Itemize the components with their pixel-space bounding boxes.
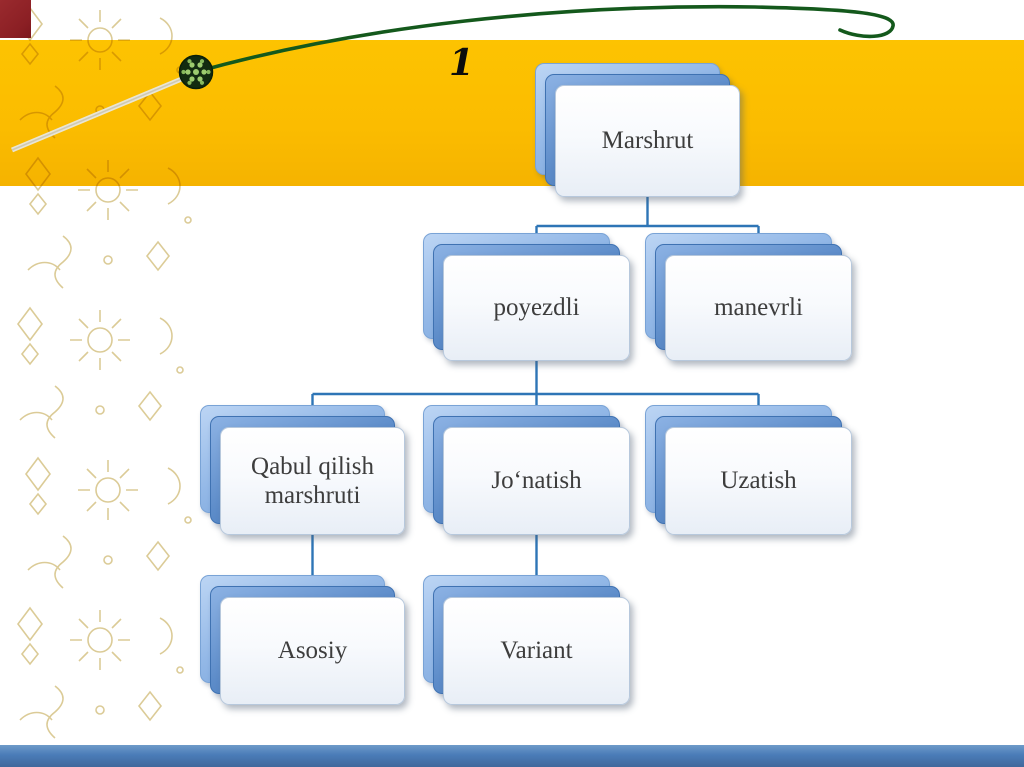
node-uzatish: Uzatish xyxy=(645,405,852,535)
node-front: poyezdli xyxy=(443,255,630,361)
node-variant: Variant xyxy=(423,575,630,705)
node-front: manevrli xyxy=(665,255,852,361)
green-swoosh-decoration xyxy=(11,4,895,153)
node-front: Uzatish xyxy=(665,427,852,535)
berry-dot-icon xyxy=(178,54,214,90)
node-marshrut: Marshrut xyxy=(535,63,740,197)
node-front: Marshrut xyxy=(555,85,740,197)
node-label: manevrli xyxy=(714,294,803,322)
node-label: Jo‘natish xyxy=(491,467,582,495)
node-asosiy: Asosiy xyxy=(200,575,405,705)
node-front: Variant xyxy=(443,597,630,705)
gold-band xyxy=(0,40,1024,186)
node-label: Asosiy xyxy=(277,637,348,665)
node-label: poyezdli xyxy=(493,294,580,322)
node-label: Marshrut xyxy=(601,127,694,155)
node-label: Variant xyxy=(500,637,573,665)
node-front: Asosiy xyxy=(220,597,405,705)
node-jonatish: Jo‘natish xyxy=(423,405,630,535)
swoosh-curve xyxy=(194,4,895,74)
bottom-bar xyxy=(0,745,1024,767)
node-front: Jo‘natish xyxy=(443,427,630,535)
node-qabul-qilish-marshruti: Qabul qilish marshruti xyxy=(200,405,405,535)
slide-number: 1 xyxy=(449,42,475,84)
node-label: Qabul qilish marshruti xyxy=(251,452,374,510)
node-manevrli: manevrli xyxy=(645,233,852,361)
node-poyezdli: poyezdli xyxy=(423,233,630,361)
node-front: Qabul qilish marshruti xyxy=(220,427,405,535)
node-label: Uzatish xyxy=(720,467,797,495)
corner-accent xyxy=(0,0,31,38)
